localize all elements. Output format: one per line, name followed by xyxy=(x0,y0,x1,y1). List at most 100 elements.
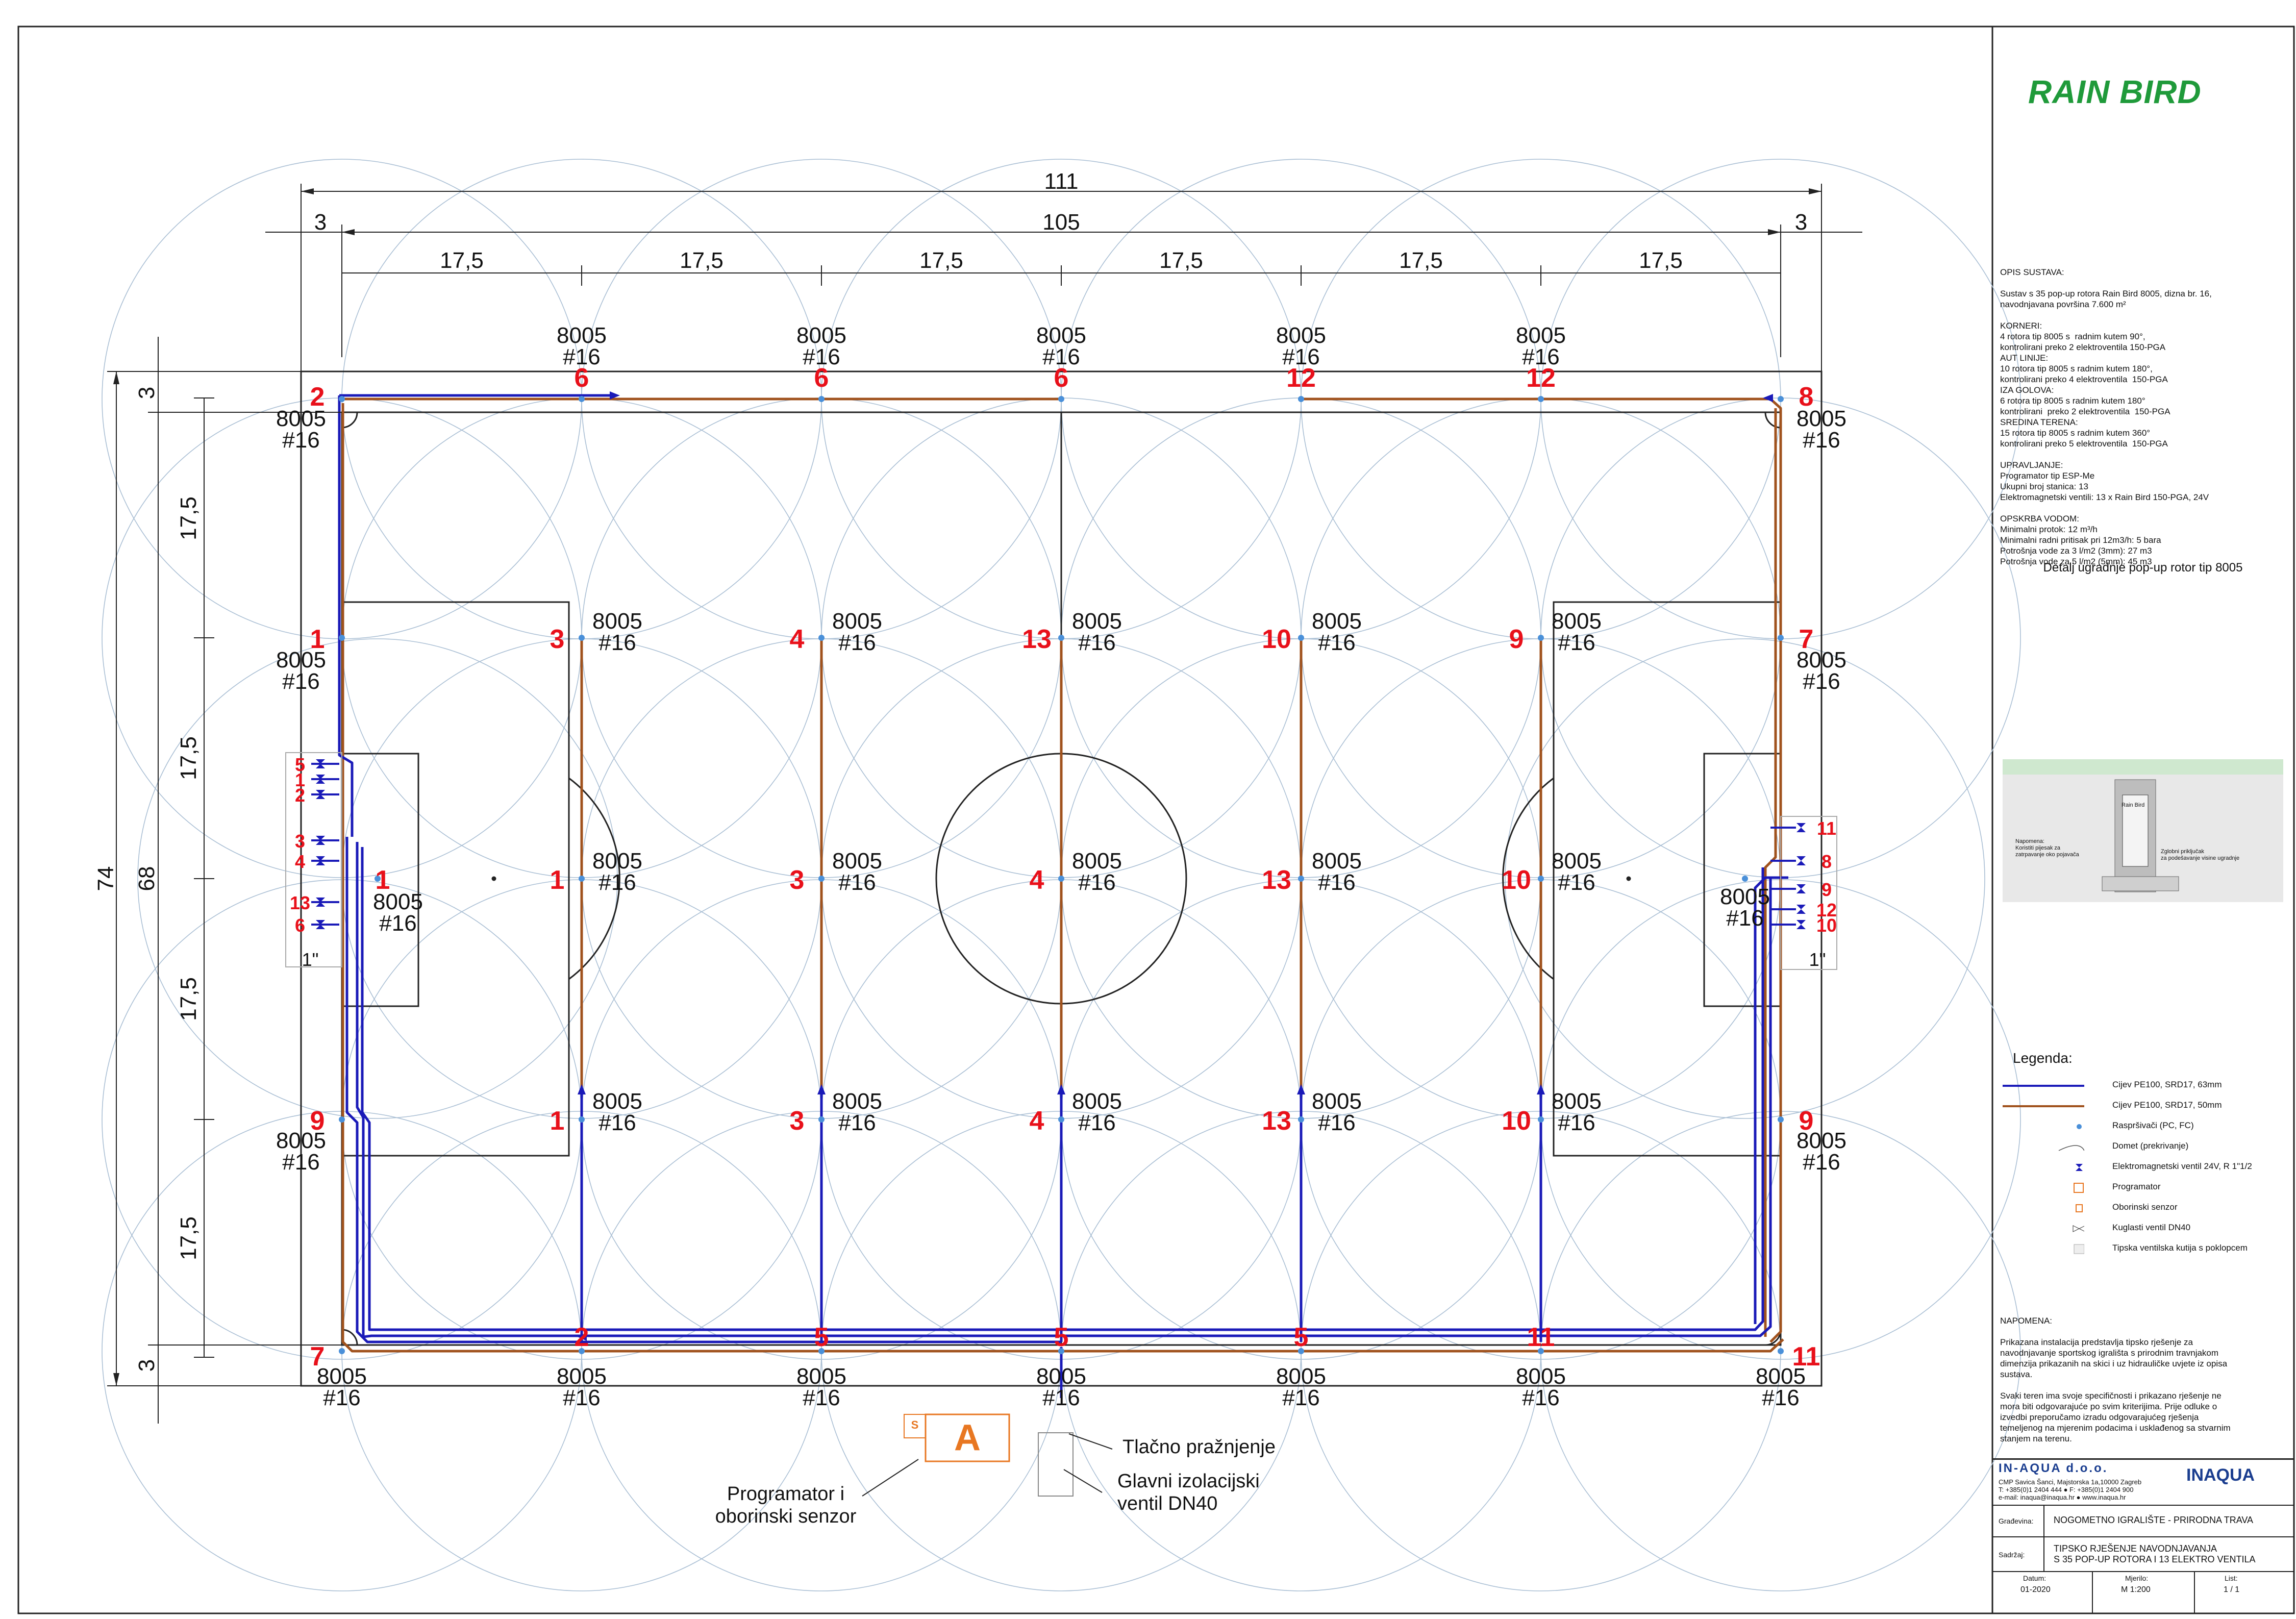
zone-number: 3 xyxy=(550,625,565,654)
valve-icon xyxy=(316,920,325,925)
valve-icon xyxy=(1796,861,1806,865)
valve-size: 1" xyxy=(1809,949,1826,970)
sprinkler-label: 8005#16 xyxy=(832,609,882,655)
sprinkler-label: 8005#16 xyxy=(1036,1364,1086,1410)
penalty-spot xyxy=(1626,876,1631,881)
legend-item: Kuglasti ventil DN40 xyxy=(1992,1221,2278,1236)
dimension-label: 3 xyxy=(134,387,159,399)
dimension-label: 17,5 xyxy=(176,496,201,540)
zone-number: 13 xyxy=(1022,625,1052,654)
detail-note-left: Napomena: Koristiti pijesak za zatrpavan… xyxy=(2015,838,2079,858)
sprinkler-head xyxy=(1058,1348,1064,1354)
zone-number: 6 xyxy=(1054,363,1069,393)
zone-number: 1 xyxy=(550,1106,565,1136)
sprinkler-label: 8005#16 xyxy=(1756,1364,1806,1410)
sprinkler-label: 8005#16 xyxy=(592,1089,642,1135)
coverage-arc xyxy=(137,638,618,1119)
zone-number: 10 xyxy=(1502,1106,1531,1136)
sprinkler-label: 8005#16 xyxy=(1552,1089,1602,1135)
zone-number: 6 xyxy=(575,363,589,393)
sprinkler-label: 8005#16 xyxy=(832,849,882,895)
sprinkler-label: 8005#16 xyxy=(1312,609,1362,655)
sprinkler-head xyxy=(1538,396,1544,402)
sensor-symbol xyxy=(2076,1204,2083,1212)
sprinkler-head xyxy=(339,635,345,641)
legend-title: Legenda: xyxy=(2013,1050,2073,1066)
sprinkler-head xyxy=(818,635,825,641)
zone-number: 9 xyxy=(1509,625,1524,654)
pipe-63mm-symbol xyxy=(2003,1085,2084,1087)
dimension-label: 17,5 xyxy=(919,248,963,273)
sprinkler-label: 8005#16 xyxy=(832,1089,882,1135)
valve-icon xyxy=(316,794,325,799)
sprinkler-head xyxy=(818,1348,825,1354)
dimension-lines xyxy=(107,184,1862,1424)
dimension-label: 17,5 xyxy=(1639,248,1683,273)
sprinkler-head xyxy=(818,1116,825,1123)
sprinkler-head xyxy=(1538,1116,1544,1123)
valve-icon xyxy=(316,856,325,861)
sprinkler-head xyxy=(1298,1348,1304,1354)
pipe-50mm-symbol xyxy=(2003,1105,2084,1107)
corner-arc xyxy=(341,1329,358,1346)
dimension-label: 74 xyxy=(93,866,118,891)
sprinkler-label: 8005#16 xyxy=(1276,323,1326,369)
dimension-label: 111 xyxy=(1044,169,1079,194)
sheet-value: 1 / 1 xyxy=(2224,1585,2240,1594)
company-name: IN-AQUA d.o.o. xyxy=(1999,1461,2108,1475)
sprinkler-head xyxy=(1058,876,1064,882)
sheet-label: List: xyxy=(2225,1574,2238,1582)
sprinkler-symbol xyxy=(2077,1124,2082,1129)
leader-line xyxy=(862,1459,919,1497)
zone-number: 7 xyxy=(310,1342,325,1372)
sprinkler-head xyxy=(375,876,381,882)
sprinkler-head xyxy=(818,876,825,882)
sprinkler-head xyxy=(1778,1116,1784,1123)
info-panel: RAIN BIRD OPIS SUSTAVA: Sustav s 35 pop-… xyxy=(1992,30,2293,1613)
zone-number: 3 xyxy=(790,1106,805,1136)
sprinkler-head xyxy=(1058,396,1064,402)
sprinkler-head xyxy=(1538,635,1544,641)
valve-zone-number: 6 xyxy=(295,915,305,936)
sprinkler-label: 8005#16 xyxy=(276,647,326,694)
zone-number: 1 xyxy=(376,865,390,895)
detail-tag: Rain Bird xyxy=(2122,802,2145,808)
valve-icon xyxy=(1796,828,1806,832)
zone-number: 10 xyxy=(1262,625,1291,654)
zone-number: 2 xyxy=(310,382,325,412)
sprinkler-label: 8005#16 xyxy=(1552,609,1602,655)
legend-item: Tipska ventilska kutija s poklopcem xyxy=(1992,1241,2278,1257)
sprinkler-label: 8005#16 xyxy=(1072,609,1122,655)
sprinkler-head xyxy=(579,1116,585,1123)
sprinkler-head xyxy=(339,1348,345,1354)
valve-zone-number: 2 xyxy=(295,785,305,806)
sprinkler-head xyxy=(1778,396,1784,402)
valve-icon xyxy=(1796,920,1806,925)
sheet-frame xyxy=(17,26,2295,1614)
valve-zone-number: 10 xyxy=(1816,915,1837,936)
valve-zone-number: 9 xyxy=(1821,879,1832,900)
valve-icon xyxy=(316,779,325,784)
valve-icon xyxy=(1796,905,1806,909)
sprinkler-label: 8005#16 xyxy=(373,889,423,936)
zone-number: 9 xyxy=(310,1106,325,1136)
sprinkler-label: 8005#16 xyxy=(1312,1089,1362,1135)
zone-number: 5 xyxy=(1294,1323,1309,1352)
zone-number: 9 xyxy=(1799,1106,1814,1136)
penalty-arc-right xyxy=(1502,777,1554,980)
date-value: 01-2020 xyxy=(2020,1585,2051,1594)
valve-icon xyxy=(316,902,325,907)
legend-item: Domet (prekrivanje) xyxy=(1992,1139,2278,1155)
content-label: Sadržaj: xyxy=(1999,1551,2025,1559)
detail-title: Detalj ugradnje pop-up rotor tip 8005 xyxy=(2043,561,2243,575)
dimension-ticks xyxy=(113,188,1821,1386)
dimension-label: 3 xyxy=(1795,210,1807,235)
sprinkler-label: 8005#16 xyxy=(1516,323,1566,369)
valve-icon xyxy=(1796,909,1806,914)
zone-number: 13 xyxy=(1262,1106,1291,1136)
valve-size: 1" xyxy=(302,949,319,970)
scale-label: Mjerilo: xyxy=(2125,1574,2149,1582)
dimension-label: 105 xyxy=(1042,210,1080,235)
